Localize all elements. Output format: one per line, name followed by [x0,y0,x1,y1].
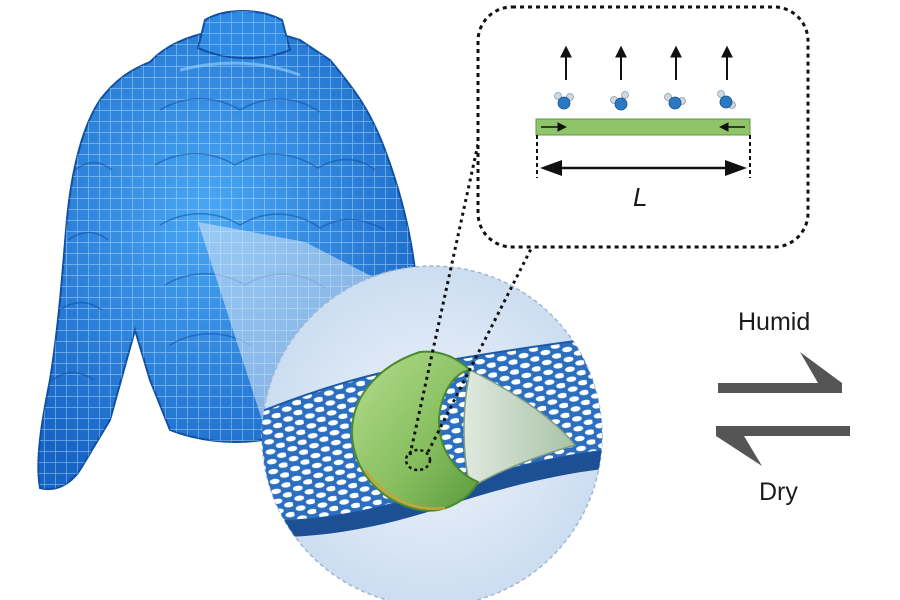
film-strip [535,118,751,136]
water-molecule-icon [664,93,686,110]
water-molecule-icon [554,92,574,110]
magnification-beam [198,222,410,420]
zoom-target-marker [404,448,432,472]
zoom-connector-line [426,236,539,453]
water-molecule-icon [610,91,629,111]
equilibrium-arrows-icon [716,352,850,466]
water-molecules [554,90,736,111]
humid-label: Humid [738,308,811,336]
dry-label: Dry [759,478,798,506]
curled-film-illustration [350,350,577,512]
evaporation-arrows [560,45,733,80]
zoom-connector-line [408,125,484,456]
length-label: L [633,182,648,212]
magnifier-lens [261,265,603,600]
water-molecule-icon [717,90,736,109]
